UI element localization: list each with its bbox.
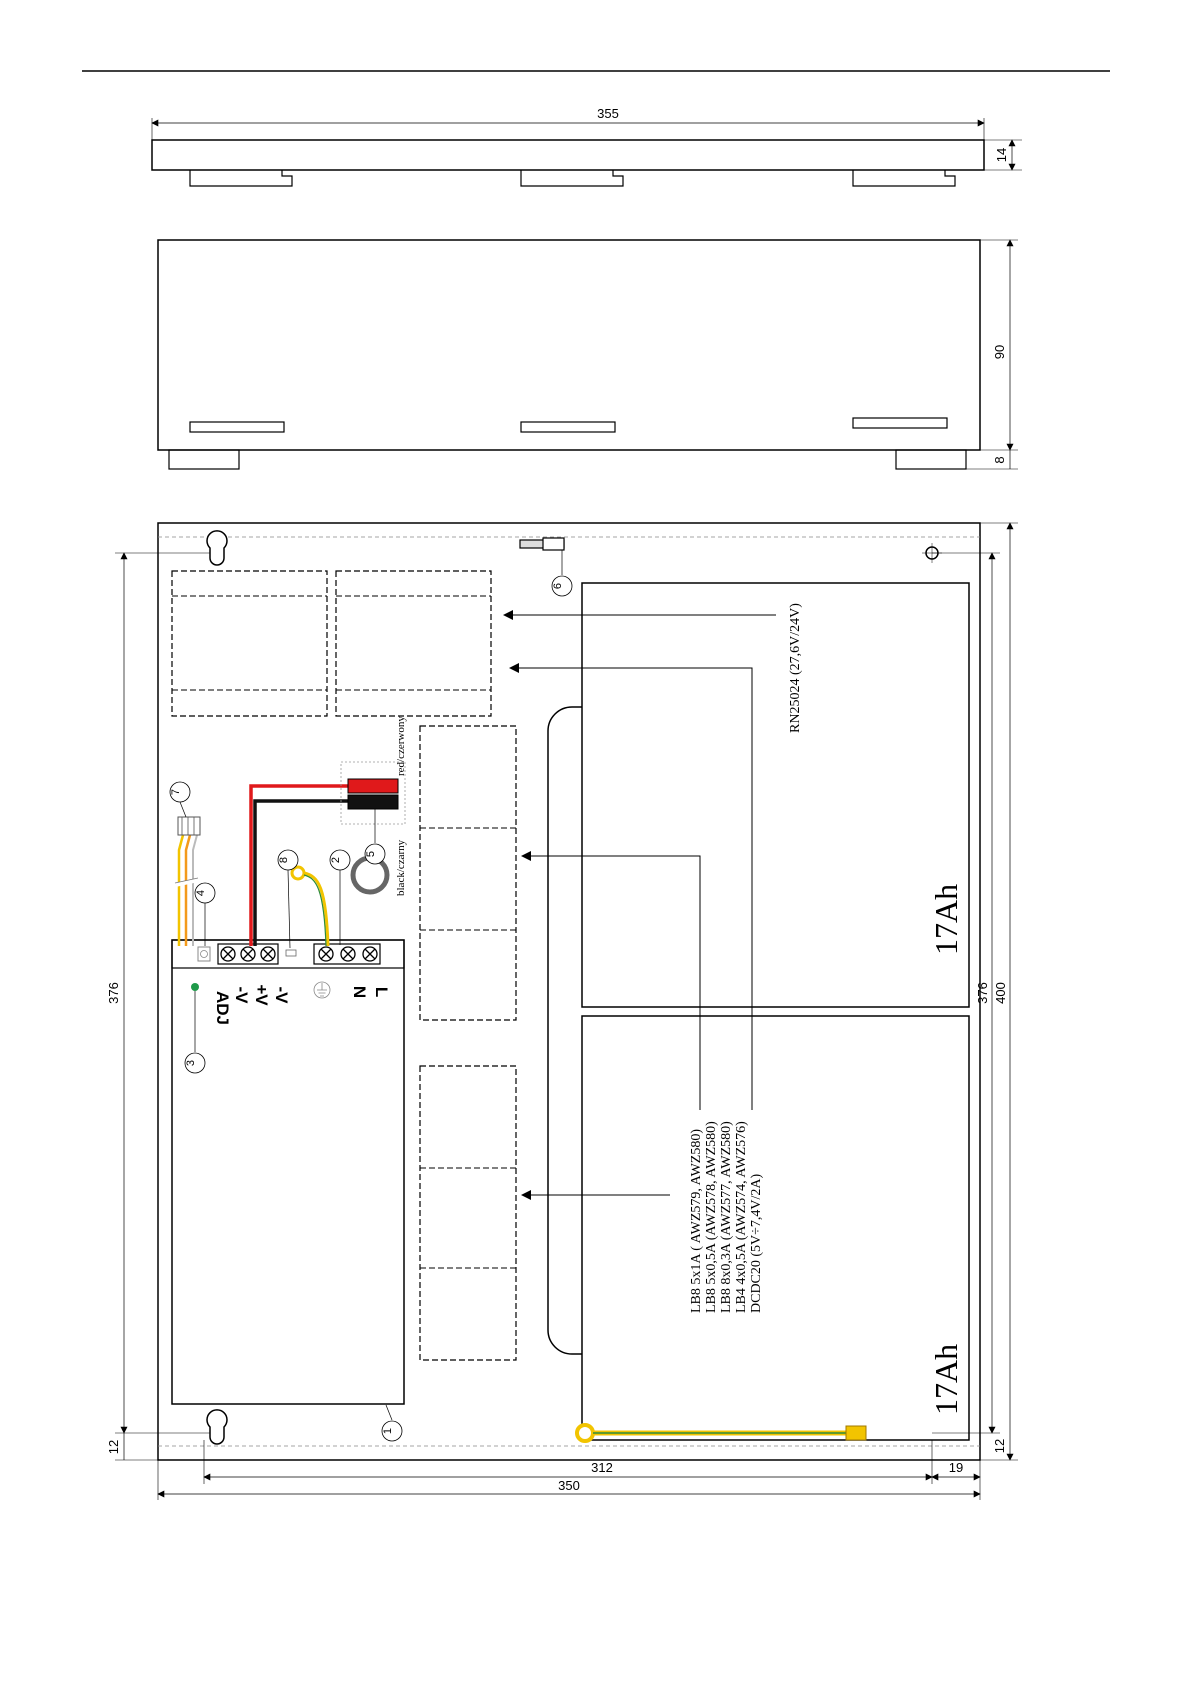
terminal-label-n: N xyxy=(350,986,369,998)
dim-text-355: 355 xyxy=(597,106,619,121)
front-view: 17Ah 17Ah A xyxy=(106,523,1018,1500)
module-label-lb8-8x03a: LB8 8x0,3A (AWZ577, AWZ580) xyxy=(719,1121,734,1313)
module-label-lb4-4x05a: LB4 4x0,5A (AWZ574, AWZ576) xyxy=(734,1121,749,1313)
terminal-label-adj: ADJ xyxy=(213,991,232,1025)
battery-plug-black xyxy=(348,795,398,809)
svg-text:8: 8 xyxy=(278,857,290,863)
psu-led xyxy=(191,983,199,991)
dim-text-376-right: 376 xyxy=(975,982,990,1004)
terminal-screws-dc xyxy=(218,944,278,964)
adj-potentiometer xyxy=(198,947,210,961)
module-label-lb8-5x1a: LB8 5x1A ( AWZ579, AWZ580) xyxy=(689,1129,704,1313)
keyhole-mount-top xyxy=(207,531,227,565)
dim-text-400: 400 xyxy=(993,982,1008,1004)
svg-text:4: 4 xyxy=(195,890,207,896)
svg-text:2: 2 xyxy=(330,857,342,863)
side-view-foot-right xyxy=(896,450,966,469)
dim-text-350: 350 xyxy=(558,1478,580,1493)
battery-link-ring xyxy=(577,1425,593,1441)
keyhole-mount-bottom xyxy=(207,1410,227,1444)
terminal-label-plus-v: +V xyxy=(252,984,271,1006)
top-view: 355 14 xyxy=(152,106,1022,186)
svg-text:3: 3 xyxy=(185,1060,197,1066)
svg-text:1: 1 xyxy=(382,1428,394,1434)
dim-text-19: 19 xyxy=(949,1460,963,1475)
terminal-label-l: L xyxy=(372,987,391,997)
top-view-foot-middle xyxy=(521,170,623,186)
dim-text-8: 8 xyxy=(992,456,1007,463)
battery-top-label: 17Ah xyxy=(928,884,964,955)
svg-text:6: 6 xyxy=(552,583,564,589)
module-label-dcdc20: DCDC20 (5V÷7,4V/2A) xyxy=(749,1174,764,1313)
dim-text-12-right: 12 xyxy=(992,1439,1007,1453)
wire-label-black: black/czarny xyxy=(395,839,407,896)
dim-text-12-left: 12 xyxy=(106,1440,121,1454)
module-label-rn25024: RN25024 (27,6V/24V) xyxy=(788,603,803,733)
ground-ring-terminal xyxy=(292,867,304,879)
top-view-foot-right xyxy=(853,170,955,186)
wire-label-red: red/czerwony xyxy=(395,716,407,776)
battery-bottom xyxy=(582,1016,969,1440)
battery-link-terminal xyxy=(846,1426,866,1440)
svg-text:7: 7 xyxy=(170,789,182,795)
battery-plug-red xyxy=(348,779,398,793)
top-view-foot-left xyxy=(190,170,292,186)
dim-text-312: 312 xyxy=(591,1460,613,1475)
terminal-screws-ac xyxy=(314,944,380,964)
top-view-body xyxy=(152,140,984,170)
dim-text-90: 90 xyxy=(992,345,1007,359)
ac-connector-7 xyxy=(178,817,200,835)
psu-body xyxy=(172,940,404,1404)
terminal-label-minus-v-1: -V xyxy=(232,987,251,1005)
battery-bottom-label: 17Ah xyxy=(928,1344,964,1415)
svg-text:5: 5 xyxy=(365,851,377,857)
battery-top xyxy=(582,583,969,1007)
side-view-foot-left xyxy=(169,450,239,469)
tamper-switch-body xyxy=(543,538,564,550)
dim-text-376-left: 376 xyxy=(106,982,121,1004)
module-label-lb8-5x05a: LB8 5x0,5A (AWZ578, AWZ580) xyxy=(704,1121,719,1313)
terminal-label-minus-v-2: -V xyxy=(272,987,291,1005)
side-view: 90 8 xyxy=(158,240,1018,469)
jumper-8 xyxy=(286,950,296,956)
dim-text-14: 14 xyxy=(994,148,1009,162)
